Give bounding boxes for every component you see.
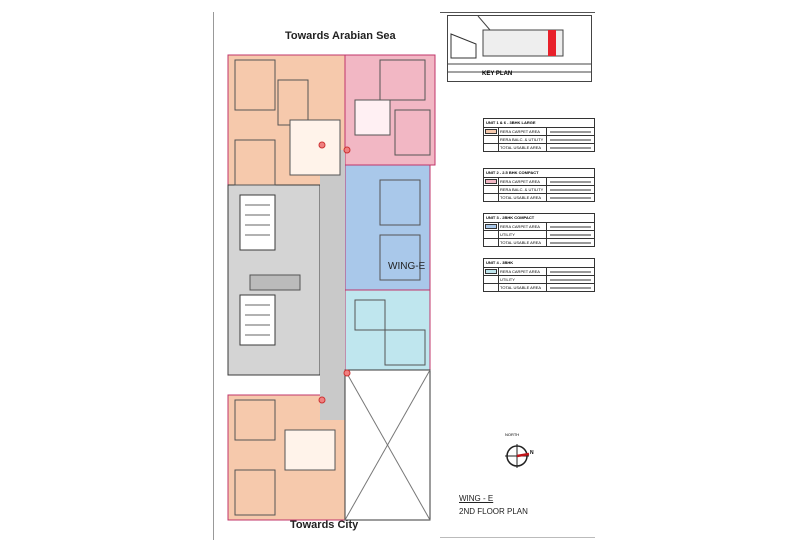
legend-row-value [547,231,594,238]
legend-title: UNIT 2 - 2.5 BHK COMPACT [484,169,594,178]
legend-swatch [485,269,497,274]
key-plan-drawing [448,15,591,73]
legend-title: UNIT 4 - 3BHK [484,259,594,268]
legend-row-label: UTILITY [499,276,547,283]
legend-row-label: RERA CARPET AREA [499,128,547,135]
legend-row: RERA BALC. & UTILITY [484,136,594,144]
legend-row: RERA CARPET AREA [484,268,594,276]
legend-swatch [485,224,497,229]
legend-row-value [547,223,594,230]
legend-row-value [547,268,594,275]
legend-row-value [547,144,594,151]
legend-row-value [547,136,594,143]
legend-row: TOTAL USABLE AREA [484,239,594,246]
legend-title: UNIT 1 & 6 - 3BHK LARGE [484,119,594,128]
orientation-top-label: Towards Arabian Sea [285,30,396,42]
legend-row: RERA CARPET AREA [484,223,594,231]
legend-swatch [485,129,497,134]
stair-top [239,194,276,251]
compass-n: N [530,450,534,456]
legend-row-label: TOTAL USABLE AREA [499,144,547,151]
legend-row: TOTAL USABLE AREA [484,194,594,201]
compass-icon [505,444,530,468]
legend-row-value [547,178,594,185]
legend-row: TOTAL USABLE AREA [484,284,594,291]
legend-row-value [547,186,594,193]
unit-3-zone [344,164,431,291]
legend-row-value [547,128,594,135]
legend-row: UTILITY [484,276,594,284]
legend-row-value [547,284,594,291]
compass-label: NORTH [505,432,520,437]
frame-top-line [440,12,595,13]
legend-row-label: TOTAL USABLE AREA [499,239,547,246]
stair-bottom [239,294,276,346]
legend-row: RERA CARPET AREA [484,178,594,186]
key-plan-highlight [548,30,556,56]
orientation-bottom-label: Towards City [290,519,359,531]
legend-row-value [547,239,594,246]
legend-row-label: RERA CARPET AREA [499,268,547,275]
plan-floor-title: 2ND FLOOR PLAN [459,507,528,516]
legend-row-label: RERA CARPET AREA [499,178,547,185]
legend-row-value [547,276,594,283]
corridor [320,150,345,420]
legend-row-label: RERA BALC. & UTILITY [499,186,547,193]
legend-row: RERA CARPET AREA [484,128,594,136]
wing-label: WING-E [388,261,426,272]
legend-row-label: TOTAL USABLE AREA [499,194,547,201]
legend-row: RERA BALC. & UTILITY [484,186,594,194]
legend-row-label: TOTAL USABLE AREA [499,284,547,291]
legend-row-label: RERA CARPET AREA [499,223,547,230]
frame-divider [213,12,214,540]
legend-row: TOTAL USABLE AREA [484,144,594,151]
plan-wing-title: WING - E [459,494,494,503]
key-plan-label: KEY PLAN [482,71,513,77]
void-cross [344,369,431,521]
key-plan: KEY PLAN [447,15,592,82]
legend-row-label: RERA BALC. & UTILITY [499,136,547,143]
legend-row: UTILITY [484,231,594,239]
legend-row-label: UTILITY [499,231,547,238]
frame-bottom-line [440,537,595,538]
legend-swatch [485,179,497,184]
legend-title: UNIT 3 - 2BHK COMPACT [484,214,594,223]
legend-row-value [547,194,594,201]
